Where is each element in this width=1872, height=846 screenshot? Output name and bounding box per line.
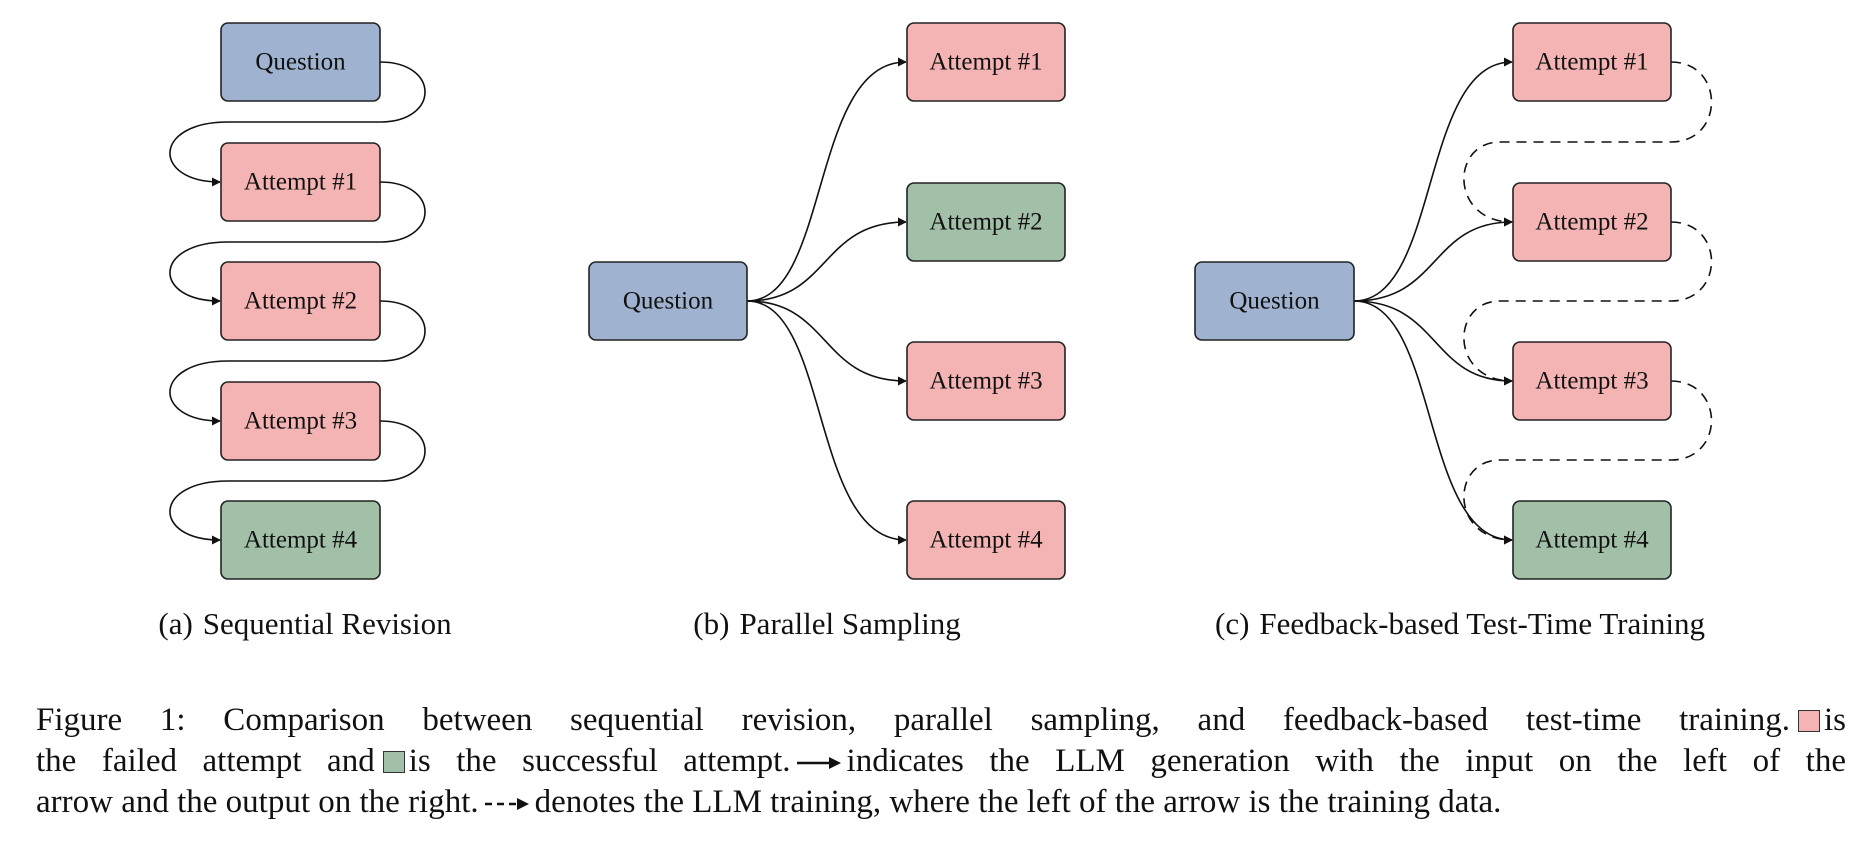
node-attempt-3: Attempt #3 — [220, 381, 381, 461]
dashed-edge-attempt-2-to-attempt-3 — [1463, 221, 1713, 386]
node-attempt-4-label: Attempt #4 — [929, 527, 1043, 554]
subcaption-b: (b) Parallel Sampling — [693, 606, 960, 641]
caption-line-1: Figure 1: Comparison between sequential … — [36, 700, 1846, 741]
success-swatch-icon — [382, 751, 405, 773]
node-attempt-1: Attempt #1 — [1512, 22, 1672, 102]
caption-line-3: arrow and the output on the right. denote… — [36, 782, 1846, 823]
node-question-label: Question — [1229, 288, 1320, 315]
caption-line-2: the failed attempt and is the successful … — [36, 741, 1846, 782]
node-attempt-4-label: Attempt #4 — [244, 527, 358, 554]
caption-text: is the successful attempt. — [408, 743, 791, 779]
edge-question-to-attempt-2 — [746, 217, 907, 302]
node-question-box — [1194, 261, 1355, 341]
edge-attempt-1-to-attempt-2 — [169, 181, 426, 306]
subcaption-a-tag: (a) — [158, 606, 192, 641]
caption-text: is — [1823, 702, 1846, 738]
dashed-edge-attempt-3-to-attempt-4 — [1463, 380, 1713, 545]
node-attempt-2: Attempt #2 — [906, 182, 1066, 262]
figure-caption: Figure 1: Comparison between sequential … — [36, 700, 1846, 823]
edge-question-to-attempt-1 — [169, 61, 426, 187]
node-question-box — [588, 261, 748, 341]
edge-question-to-attempt-1 — [1353, 57, 1513, 302]
caption-text: indicates the LLM generation with the in… — [846, 743, 1846, 779]
node-attempt-4-box — [906, 500, 1066, 580]
node-question-box — [220, 22, 381, 102]
node-attempt-2-label: Attempt #2 — [1535, 209, 1648, 236]
node-attempt-3: Attempt #3 — [1512, 341, 1672, 421]
caption-text: Figure 1: Comparison between sequential … — [36, 702, 1790, 738]
node-question-label: Question — [255, 49, 346, 76]
node-question: Question — [220, 22, 381, 102]
node-attempt-4: Attempt #4 — [906, 500, 1066, 580]
node-attempt-2-box — [220, 261, 381, 341]
panel-sequential-revision: Question Attempt #1 Attempt #2 Attempt #… — [158, 22, 452, 641]
subcaption-c-tag: (c) — [1215, 606, 1249, 641]
edge-question-to-attempt-3 — [1353, 300, 1513, 386]
subcaption-c: (c) Feedback-based Test-Time Training — [1215, 606, 1705, 641]
caption-text: denotes the LLM training, where the left… — [534, 784, 1502, 820]
node-attempt-2-box — [1512, 182, 1672, 262]
subcaption-a: (a) Sequential Revision — [158, 606, 452, 641]
edge-question-to-attempt-4 — [1353, 300, 1513, 545]
node-attempt-4: Attempt #4 — [1512, 500, 1672, 580]
subcaption-c-text: Feedback-based Test-Time Training — [1259, 606, 1705, 641]
node-question-label: Question — [623, 288, 714, 315]
edge-question-to-attempt-1 — [746, 57, 907, 302]
node-attempt-3-label: Attempt #3 — [1535, 368, 1648, 395]
node-attempt-3-label: Attempt #3 — [929, 368, 1042, 395]
node-attempt-1: Attempt #1 — [906, 22, 1066, 102]
subcaption-b-tag: (b) — [693, 606, 729, 641]
edge-attempt-3-to-attempt-4 — [169, 420, 426, 545]
node-attempt-1-box — [220, 142, 381, 222]
node-attempt-4-box — [1512, 500, 1672, 580]
solid-arrow-icon — [796, 757, 841, 770]
node-attempt-1-label: Attempt #1 — [1535, 49, 1648, 76]
node-attempt-4-label: Attempt #4 — [1535, 527, 1649, 554]
node-attempt-2: Attempt #2 — [220, 261, 381, 341]
node-attempt-2-label: Attempt #2 — [929, 209, 1042, 236]
edge-question-to-attempt-3 — [746, 300, 907, 386]
node-attempt-1-box — [1512, 22, 1672, 102]
node-attempt-1: Attempt #1 — [220, 142, 381, 222]
subcaption-a-text: Sequential Revision — [203, 606, 452, 641]
node-attempt-3: Attempt #3 — [906, 341, 1066, 421]
node-attempt-4: Attempt #4 — [220, 500, 381, 580]
panel-parallel-sampling: Question Attempt #1 Attempt #2 Attempt #… — [588, 22, 1066, 641]
node-attempt-1-label: Attempt #1 — [244, 169, 357, 196]
node-attempt-1-box — [906, 22, 1066, 102]
node-attempt-2-label: Attempt #2 — [244, 288, 357, 315]
edge-attempt-2-to-attempt-3 — [169, 300, 426, 426]
caption-text: arrow and the output on the right. — [36, 784, 479, 820]
node-attempt-2: Attempt #2 — [1512, 182, 1672, 262]
edge-question-to-attempt-2 — [1353, 217, 1513, 302]
failed-swatch-icon — [1797, 710, 1820, 732]
node-attempt-3-box — [1512, 341, 1672, 421]
edge-question-to-attempt-4 — [746, 300, 907, 545]
node-attempt-1-label: Attempt #1 — [929, 49, 1042, 76]
caption-text: the failed attempt and — [36, 743, 375, 779]
panel-feedback-based-ttt: Question Attempt #1 Attempt #2 Attempt #… — [1194, 22, 1713, 641]
dashed-arrow-icon — [484, 798, 529, 811]
node-attempt-3-box — [220, 381, 381, 461]
node-attempt-3-box — [906, 341, 1066, 421]
node-attempt-2-box — [906, 182, 1066, 262]
dashed-edge-attempt-1-to-attempt-2 — [1463, 61, 1713, 227]
node-question: Question — [588, 261, 748, 341]
node-question: Question — [1194, 261, 1355, 341]
subcaption-b-text: Parallel Sampling — [739, 606, 960, 641]
node-attempt-3-label: Attempt #3 — [244, 408, 357, 435]
node-attempt-4-box — [220, 500, 381, 580]
